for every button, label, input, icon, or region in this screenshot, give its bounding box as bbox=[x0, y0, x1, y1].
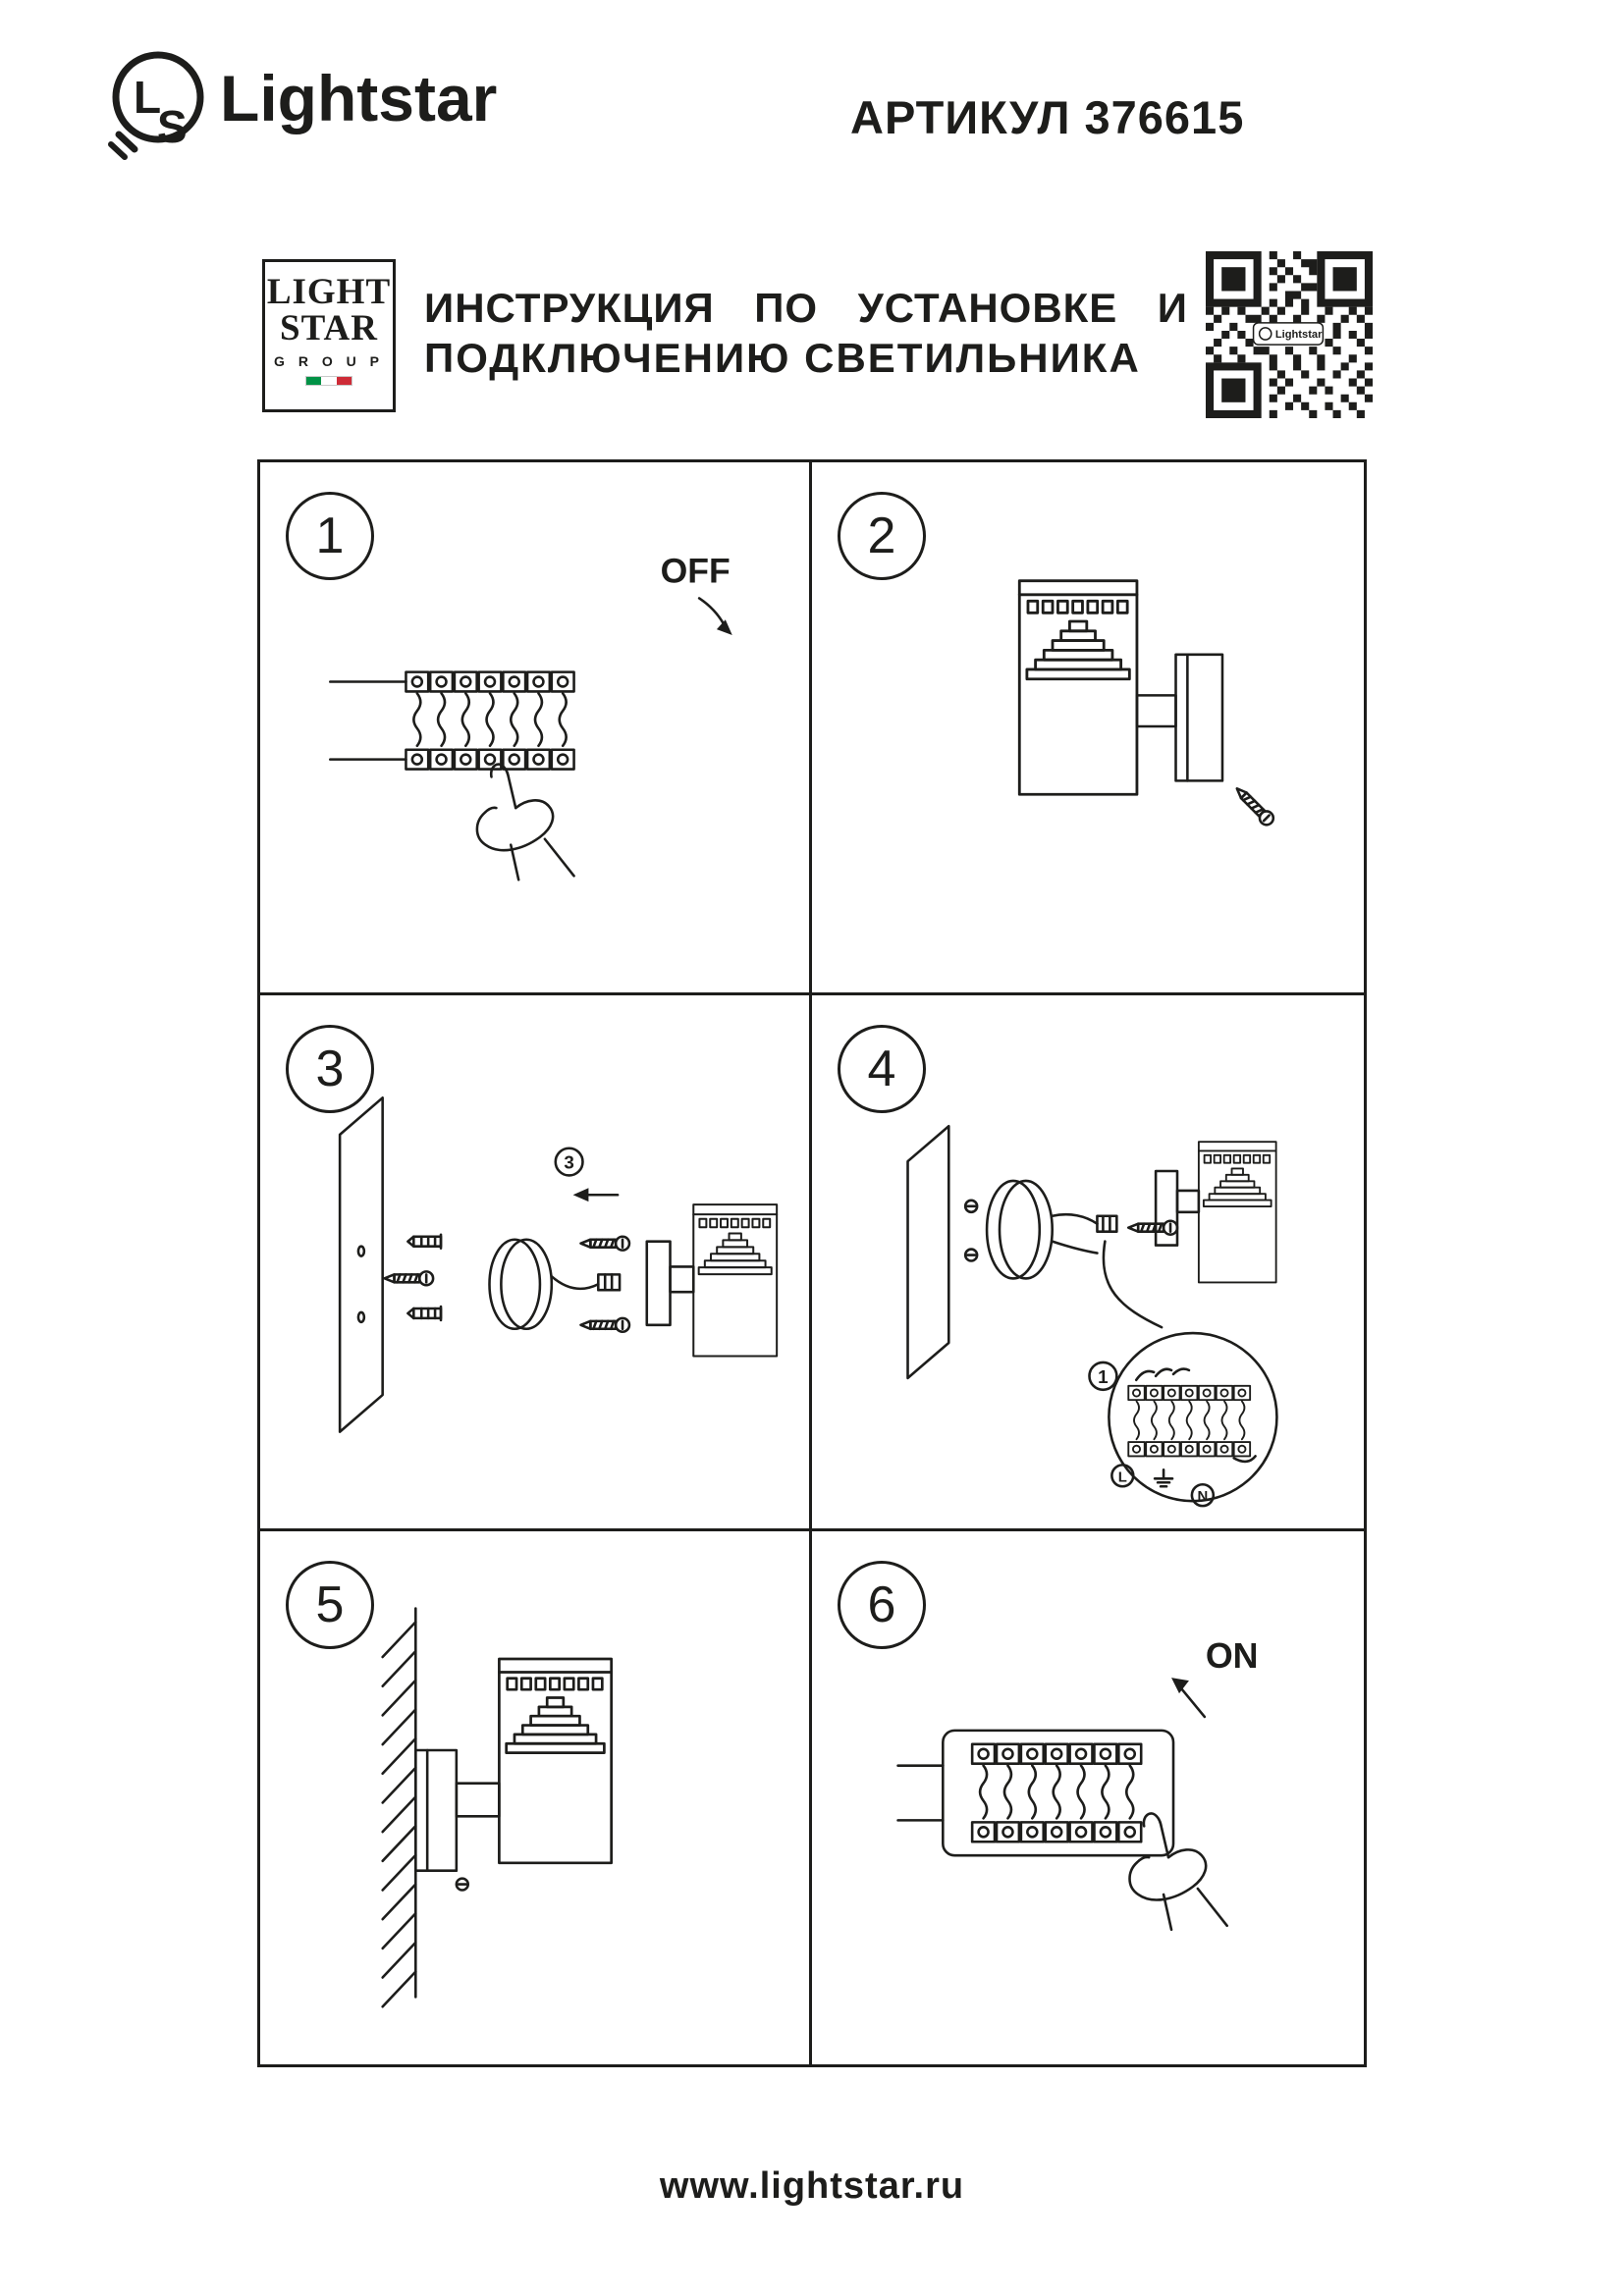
screw-icon bbox=[1230, 782, 1277, 829]
step-number-badge: 6 bbox=[838, 1561, 926, 1649]
page-title: ИНСТРУКЦИЯ ПО УСТАНОВКЕ И ПОДКЛЮЧЕНИЮ СВ… bbox=[424, 283, 1188, 383]
hand-icon bbox=[475, 763, 575, 881]
instruction-grid: 1 OFF 2 bbox=[257, 459, 1367, 2067]
screw-icon bbox=[579, 1235, 631, 1252]
callout-3: 3 bbox=[564, 1152, 573, 1173]
arrow-left-icon bbox=[572, 1188, 589, 1202]
step-number: 4 bbox=[867, 1041, 896, 1097]
qr-pattern: Lightstar bbox=[1206, 251, 1373, 418]
terminal-block bbox=[972, 1744, 1141, 1842]
wall-drawing bbox=[906, 1124, 950, 1380]
step-3-illustration: 3 bbox=[338, 1096, 779, 1433]
dowel-icon bbox=[406, 1233, 443, 1250]
step-4-panel: 4 bbox=[812, 995, 1367, 1531]
screw-head-icon bbox=[963, 1248, 979, 1262]
label-l: L bbox=[1118, 1469, 1127, 1485]
arrow-down-icon bbox=[716, 619, 732, 636]
lamp-drawing bbox=[692, 1203, 779, 1358]
step-number-badge: 3 bbox=[286, 1025, 374, 1113]
callout-1: 1 bbox=[1098, 1367, 1109, 1388]
terminal-block bbox=[1128, 1386, 1250, 1457]
arrow-up-icon bbox=[1171, 1678, 1189, 1694]
qr-logo-label: Lightstar bbox=[1275, 329, 1323, 341]
mount-plate bbox=[985, 1179, 1042, 1280]
step-3-panel: 3 bbox=[257, 995, 812, 1531]
qr-logo-bulb-icon bbox=[1258, 327, 1272, 341]
article-number: АРТИКУЛ 376615 bbox=[850, 91, 1245, 143]
lamp-drawing bbox=[1017, 579, 1139, 796]
lightstar-bulb-icon: L S bbox=[108, 51, 204, 160]
step-2-illustration bbox=[1017, 579, 1277, 829]
monogram-l: L bbox=[134, 72, 161, 123]
screw-icon bbox=[383, 1270, 435, 1287]
step-number-badge: 5 bbox=[286, 1561, 374, 1649]
lamp-drawing bbox=[1197, 1141, 1277, 1284]
step-1-panel: 1 OFF bbox=[257, 459, 812, 995]
italy-flag-icon bbox=[305, 376, 352, 386]
step-number-badge: 4 bbox=[838, 1025, 926, 1113]
logo-line-3: G R O U P bbox=[274, 353, 384, 369]
step-number: 5 bbox=[315, 1576, 345, 1633]
step-number: 2 bbox=[867, 507, 896, 564]
step-2-panel: 2 bbox=[812, 459, 1367, 995]
step-number: 6 bbox=[867, 1576, 896, 1633]
lightstar-group-logo: LIGHT STAR G R O U P bbox=[262, 259, 396, 412]
qr-code: Lightstar bbox=[1206, 251, 1373, 418]
monogram-s: S bbox=[157, 101, 188, 152]
screw-icon bbox=[1126, 1219, 1179, 1236]
step-4-illustration: L N 1 bbox=[906, 1124, 1278, 1508]
screw-head-icon bbox=[963, 1199, 979, 1214]
earth-symbol-icon bbox=[1153, 1468, 1174, 1488]
logo-line-2: STAR bbox=[280, 308, 378, 348]
step-6-illustration: ON bbox=[896, 1636, 1259, 1932]
terminal-block bbox=[406, 672, 573, 770]
brand-name: Lightstar bbox=[220, 62, 498, 134]
title-line-2: ПОДКЛЮЧЕНИЮ СВЕТИЛЬНИКА bbox=[424, 335, 1141, 382]
step-number: 3 bbox=[315, 1041, 345, 1097]
step-6-panel: 6 ON bbox=[812, 1531, 1367, 2067]
wall-drawing bbox=[338, 1096, 384, 1433]
step-number-badge: 2 bbox=[838, 492, 926, 580]
footer-url: www.lightstar.ru bbox=[659, 2165, 965, 2207]
step-number-badge: 1 bbox=[286, 492, 374, 580]
step-1-illustration: OFF bbox=[329, 552, 732, 881]
on-label: ON bbox=[1206, 1636, 1259, 1676]
step-5-panel: 5 bbox=[257, 1531, 812, 2067]
screw-head-icon bbox=[455, 1877, 470, 1892]
screw-icon bbox=[579, 1316, 631, 1334]
label-n: N bbox=[1197, 1489, 1208, 1505]
logo-line-1: LIGHT bbox=[266, 272, 392, 312]
lamp-drawing bbox=[498, 1657, 614, 1865]
off-label: OFF bbox=[661, 552, 731, 591]
hand-icon bbox=[1128, 1812, 1229, 1932]
step-5-illustration bbox=[381, 1607, 614, 2008]
title-line-1: ИНСТРУКЦИЯ ПО УСТАНОВКЕ И bbox=[424, 285, 1188, 331]
mount-plate bbox=[488, 1238, 542, 1331]
dowel-icon bbox=[406, 1305, 443, 1322]
step-number: 1 bbox=[315, 507, 345, 564]
